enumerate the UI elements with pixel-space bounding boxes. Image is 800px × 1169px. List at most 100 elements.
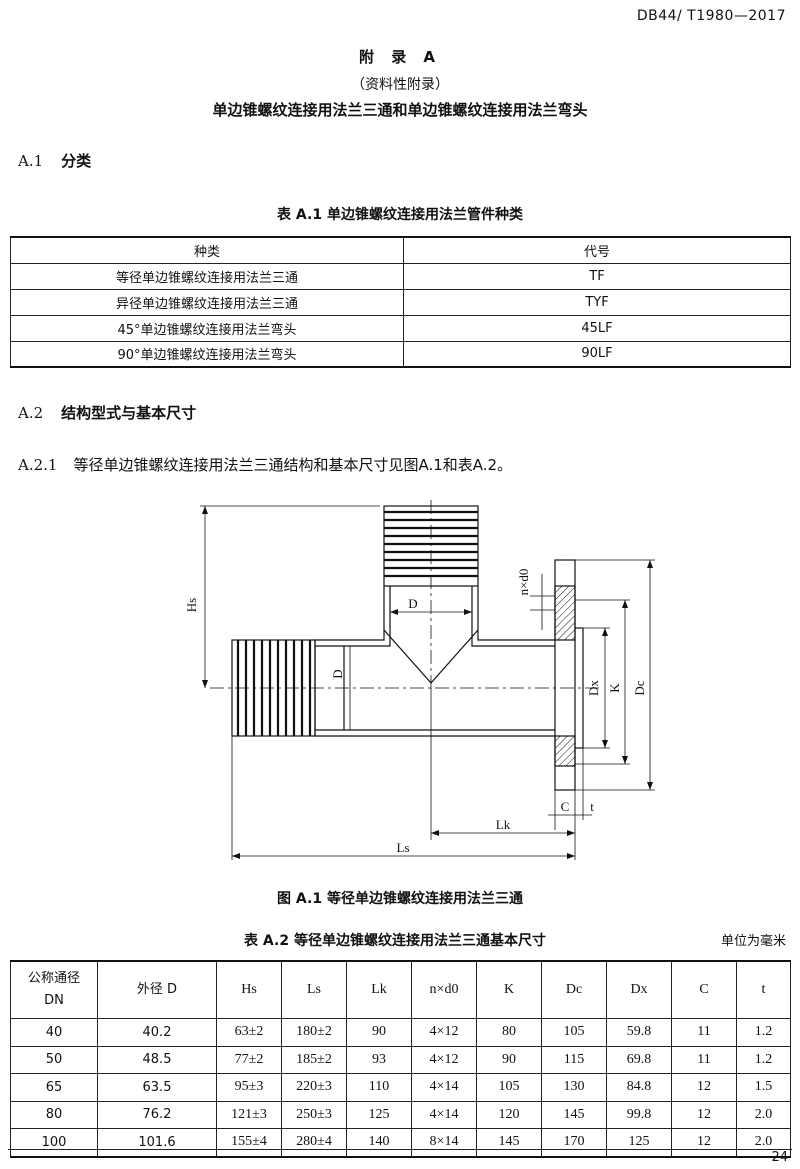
dim-label-d-left: D xyxy=(330,669,345,678)
table-cell: 120 xyxy=(476,1100,542,1129)
dim-label-lk: Lk xyxy=(496,817,511,832)
table-row: 80 76.2 121±3 250±3 125 4×14 120 145 99.… xyxy=(10,1100,791,1129)
table-cell: 110 xyxy=(346,1073,412,1102)
dim-label-t: t xyxy=(590,799,594,814)
page-number: 24 xyxy=(771,1150,788,1165)
section-a1-number: A.1 xyxy=(18,152,44,170)
table-cell: 185±2 xyxy=(281,1045,347,1074)
table-header-cell: 外径 D xyxy=(97,960,217,1019)
dim-label-k: K xyxy=(607,683,622,693)
table-cell: 12 xyxy=(671,1073,737,1102)
appendix-subtitle: （资料性附录） xyxy=(351,77,449,93)
table-cell: 95±3 xyxy=(216,1073,282,1102)
table-cell: 40 xyxy=(10,1018,98,1047)
section-a2-number: A.2 xyxy=(18,404,44,422)
paragraph-a21: A.2.1 等径单边锥螺纹连接用法兰三通结构和基本尺寸见图A.1和表A.2。 xyxy=(18,454,512,475)
table-cell: 170 xyxy=(541,1128,607,1158)
dim-label-ls: Ls xyxy=(397,840,410,855)
table-cell: 80 xyxy=(10,1100,98,1129)
appendix-name: 单边锥螺纹连接用法兰三通和单边锥螺纹连接用法兰弯头 xyxy=(212,101,588,119)
table-cell: 90°单边锥螺纹连接用法兰弯头 xyxy=(10,340,404,368)
table-cell: 48.5 xyxy=(97,1045,217,1074)
table-a1-caption: 表 A.1 单边锥螺纹连接用法兰管件种类 xyxy=(277,207,523,223)
table-cell: 105 xyxy=(541,1018,607,1047)
table-header-cell: Lk xyxy=(346,960,412,1019)
table-cell: 140 xyxy=(346,1128,412,1158)
table-header-cell: Ls xyxy=(281,960,347,1019)
table-cell: 125 xyxy=(346,1100,412,1129)
table-cell: 250±3 xyxy=(281,1100,347,1129)
table-cell: 130 xyxy=(541,1073,607,1102)
table-cell: 4×14 xyxy=(411,1073,477,1102)
dn-label: 公称通径 xyxy=(27,971,80,986)
table-cell: 65 xyxy=(10,1073,98,1102)
table-header-cell: C xyxy=(671,960,737,1019)
table-cell: 11 xyxy=(671,1045,737,1074)
table-header-cell: 代号 xyxy=(403,236,791,264)
table-cell: 2.0 xyxy=(736,1100,791,1129)
table-cell: 90LF xyxy=(403,340,791,368)
table-cell: 45LF xyxy=(403,314,791,342)
table-cell: 1.2 xyxy=(736,1045,791,1074)
flange xyxy=(554,559,584,791)
footer-rule xyxy=(8,1149,792,1150)
table-cell: 69.8 xyxy=(606,1045,672,1074)
table-header-cell-dn: 公称通径 DN xyxy=(10,960,98,1019)
section-a2-heading: A.2 结构型式与基本尺寸 xyxy=(18,402,196,423)
table-cell: 40.2 xyxy=(97,1018,217,1047)
table-cell: 99.8 xyxy=(606,1100,672,1129)
table-cell: 180±2 xyxy=(281,1018,347,1047)
table-a1: 种类 代号 等径单边锥螺纹连接用法兰三通 TF 异径单边锥螺纹连接用法兰三通 T… xyxy=(10,236,791,368)
section-a2-title: 结构型式与基本尺寸 xyxy=(61,404,197,422)
unit-note: 单位为毫米 xyxy=(720,934,786,949)
table-cell: 115 xyxy=(541,1045,607,1074)
table-cell: 45°单边锥螺纹连接用法兰弯头 xyxy=(10,314,404,342)
table-cell: 84.8 xyxy=(606,1073,672,1102)
table-header-cell: Hs xyxy=(216,960,282,1019)
table-header-cell: Dx xyxy=(606,960,672,1019)
table-cell: 12 xyxy=(671,1128,737,1158)
table-cell: 220±3 xyxy=(281,1073,347,1102)
table-cell: 4×14 xyxy=(411,1100,477,1129)
table-row: 40 40.2 63±2 180±2 90 4×12 80 105 59.8 1… xyxy=(10,1018,791,1047)
table-cell: 145 xyxy=(476,1128,542,1158)
table-cell: 90 xyxy=(346,1018,412,1047)
table-cell: 63.5 xyxy=(97,1073,217,1102)
table-row: 65 63.5 95±3 220±3 110 4×14 105 130 84.8… xyxy=(10,1073,791,1102)
table-row: 100 101.6 155±4 280±4 140 8×14 145 170 1… xyxy=(10,1128,791,1158)
table-cell: 280±4 xyxy=(281,1128,347,1158)
table-a2-caption: 表 A.2 等径单边锥螺纹连接用法兰三通基本尺寸 xyxy=(244,933,546,949)
table-header-cell: n×d0 xyxy=(411,960,477,1019)
table-cell: 2.0 xyxy=(736,1128,791,1158)
table-cell: 异径单边锥螺纹连接用法兰三通 xyxy=(10,288,404,316)
table-header-cell: 种类 xyxy=(10,236,404,264)
dim-label-dx: Dx xyxy=(586,680,601,696)
figure-caption: 图 A.1 等径单边锥螺纹连接用法兰三通 xyxy=(277,891,523,907)
table-cell: 等径单边锥螺纹连接用法兰三通 xyxy=(10,262,404,290)
table-cell: 101.6 xyxy=(97,1128,217,1158)
table-cell: 76.2 xyxy=(97,1100,217,1129)
dn-symbol: DN xyxy=(44,993,64,1008)
table-cell: 59.8 xyxy=(606,1018,672,1047)
table-cell: 121±3 xyxy=(216,1100,282,1129)
appendix-title: 附 录 A xyxy=(358,48,442,66)
document-code: DB44/ T1980—2017 xyxy=(636,8,786,24)
table-row: 90°单边锥螺纹连接用法兰弯头 90LF xyxy=(10,340,791,368)
table-cell: 105 xyxy=(476,1073,542,1102)
table-cell: 1.5 xyxy=(736,1073,791,1102)
table-cell: 100 xyxy=(10,1128,98,1158)
table-row: 45°单边锥螺纹连接用法兰弯头 45LF xyxy=(10,314,791,342)
dim-label-c: C xyxy=(561,799,570,814)
table-cell: 125 xyxy=(606,1128,672,1158)
table-cell: 155±4 xyxy=(216,1128,282,1158)
tee-technical-drawing: Hs D D n×d0 Dx K Dc C t Lk Ls xyxy=(184,500,655,860)
paragraph-a21-text: 等径单边锥螺纹连接用法兰三通结构和基本尺寸见图A.1和表A.2。 xyxy=(73,456,513,474)
table-cell: 11 xyxy=(671,1018,737,1047)
table-cell: 77±2 xyxy=(216,1045,282,1074)
table-cell: 80 xyxy=(476,1018,542,1047)
table-header-cell: Dc xyxy=(541,960,607,1019)
paragraph-a21-number: A.2.1 xyxy=(18,456,58,474)
